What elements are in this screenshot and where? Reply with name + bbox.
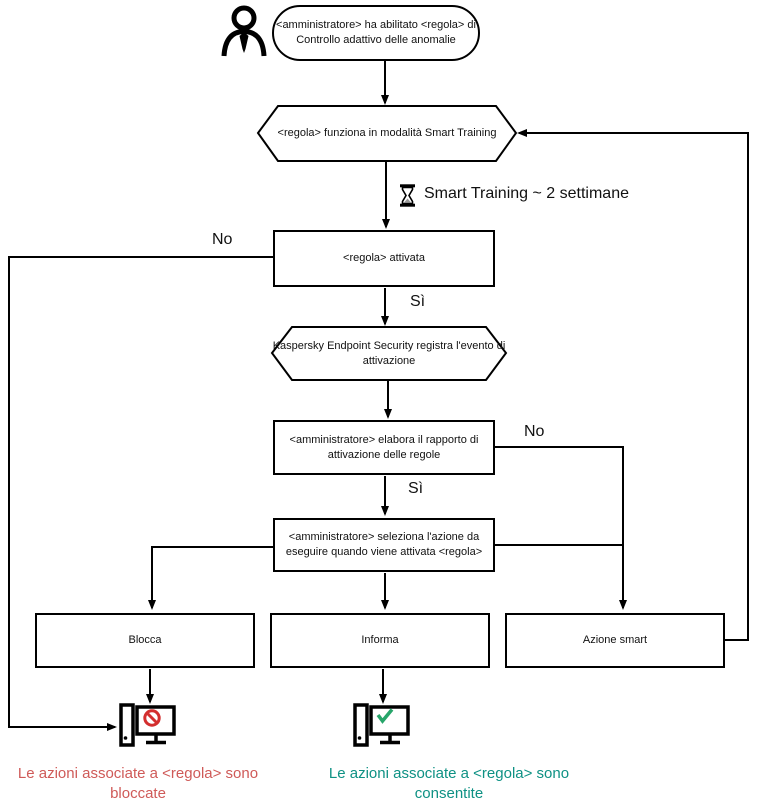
branch-label-yes-report: Sì — [408, 480, 424, 497]
smart-training-duration-label: Smart Training ~ 2 settimane — [424, 185, 629, 202]
start-node: <amministratore> ha abilitato <regola> d… — [272, 5, 480, 61]
select-action-node: <amministratore> seleziona l'azione da e… — [273, 518, 495, 572]
event-log-hexagon-label: Kaspersky Endpoint Security registra l'e… — [272, 339, 506, 367]
hexagon-smart-training — [256, 105, 518, 162]
pc-blocked-icon — [119, 703, 176, 747]
arrow-no-left-loop — [8, 256, 273, 731]
prohibition-icon — [143, 709, 161, 727]
rule-activated-node: <regola> attivata — [273, 230, 495, 287]
outcome-allowed-text: Le azioni associate a <regola> sono cons… — [328, 765, 570, 802]
start-node-line1: <amministratore> ha abilitato <regola> d… — [276, 19, 476, 32]
hexagon-event-log — [270, 326, 508, 381]
check-icon — [376, 708, 394, 724]
outcome-blocked-text: Le azioni associate a <regola> sono bloc… — [17, 765, 259, 802]
arrow-no-right-to-smart — [495, 446, 627, 610]
pc-allowed-icon — [353, 703, 410, 747]
start-node-line2: Controllo adattivo delle anomalie — [296, 34, 456, 46]
branch-label-yes-activated: Sì — [410, 293, 426, 310]
report-node: <amministratore> elabora il rapporto di … — [273, 420, 495, 475]
hourglass-icon — [400, 184, 415, 207]
arrow-smart-feedback-loop — [517, 129, 749, 641]
smart-training-hexagon-label: <regola> funziona in modalità Smart Trai… — [277, 127, 497, 140]
arrow-select-to-block — [148, 546, 273, 610]
action-smart-node: Azione smart — [505, 613, 725, 668]
branch-label-no-report: No — [524, 423, 545, 440]
action-block-node: Blocca — [35, 613, 255, 668]
action-inform-node: Informa — [270, 613, 490, 668]
branch-label-no-left: No — [212, 231, 233, 248]
administrator-person-icon — [221, 5, 267, 57]
